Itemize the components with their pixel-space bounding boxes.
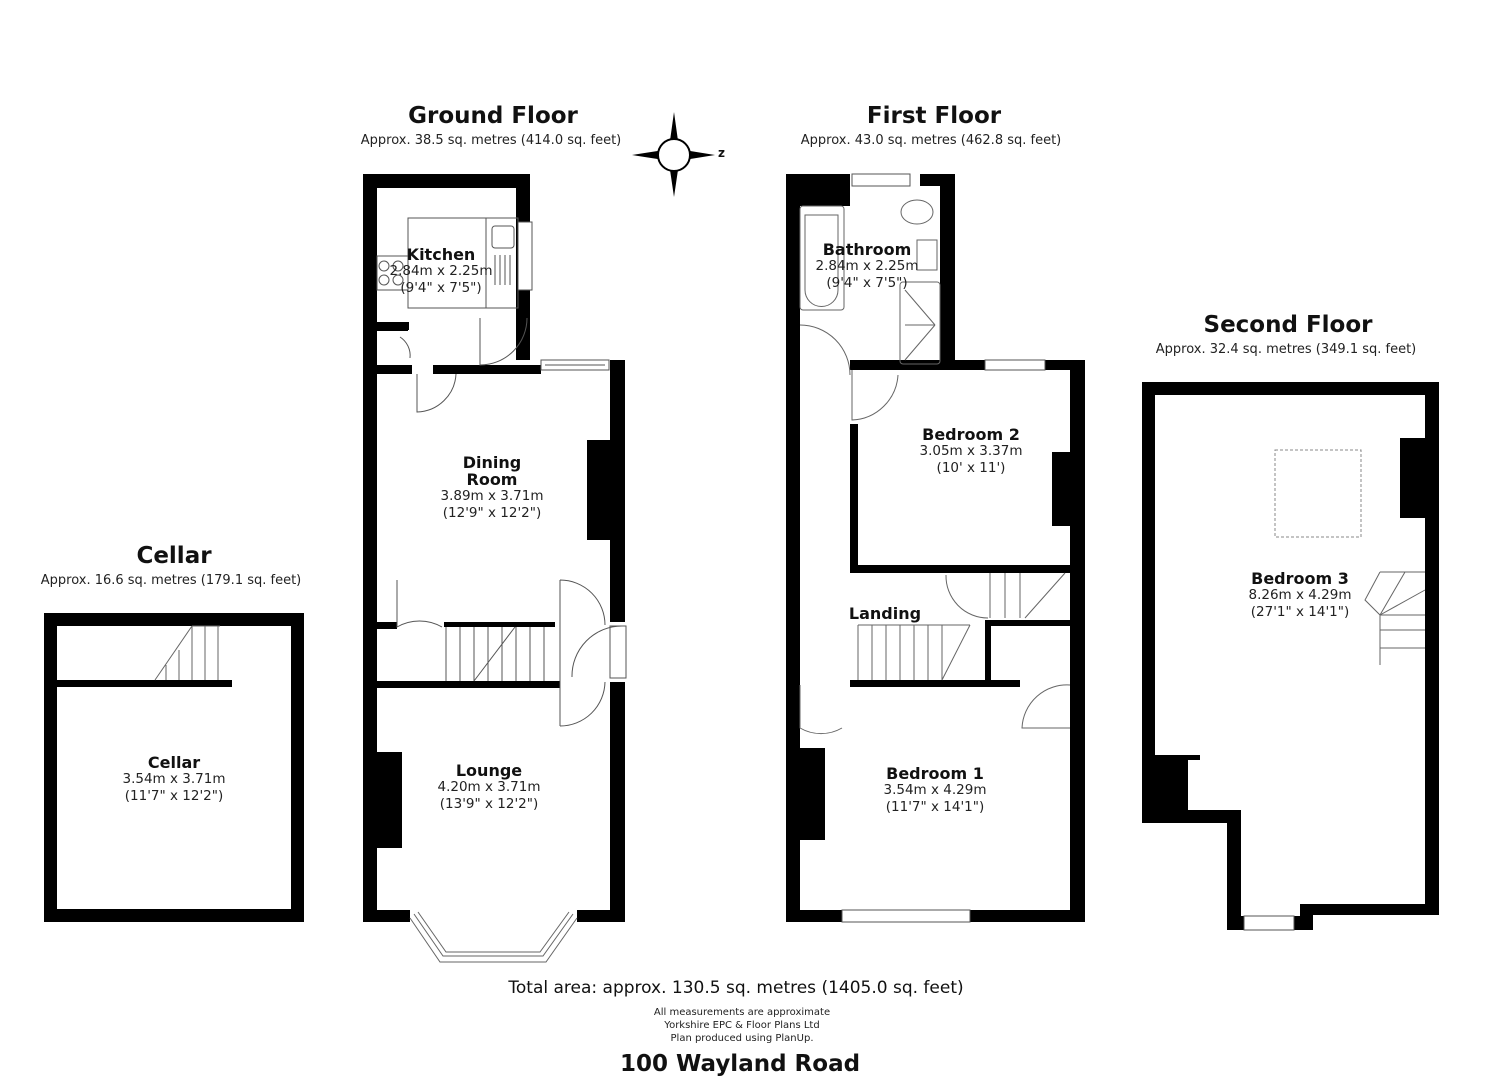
room-imperial: (13'9" x 12'2") [439, 796, 539, 812]
ground-floor-plan [363, 174, 627, 963]
cellar-plan [44, 613, 304, 922]
room-name: Lounge [455, 761, 523, 780]
room-name: Landing [848, 604, 922, 623]
room-label-landing: Landing [849, 605, 921, 622]
room-imperial: (10' x 11') [936, 460, 1006, 476]
room-imperial: (11'7" x 12'2") [124, 788, 224, 804]
property-address: 100 Wayland Road [619, 1051, 861, 1077]
room-label-lounge: Lounge 4.20m x 3.71m (13'9" x 12'2") [438, 762, 541, 813]
room-imperial: (11'7" x 14'1") [885, 799, 985, 815]
room-name: Dining Room [462, 453, 522, 489]
first-floor-area: Approx. 43.0 sq. metres (462.8 sq. feet) [800, 133, 1062, 148]
room-name: Bathroom [822, 240, 912, 259]
software-note: Plan produced using PlanUp. [670, 1033, 814, 1044]
ground-floor-area: Approx. 38.5 sq. metres (414.0 sq. feet) [360, 133, 622, 148]
second-floor-area: Approx. 32.4 sq. metres (349.1 sq. feet) [1155, 342, 1417, 357]
ground-floor-title: Ground Floor [408, 103, 578, 129]
room-label-bedroom-3: Bedroom 3 8.26m x 4.29m (27'1" x 14'1") [1249, 570, 1352, 621]
cellar-area: Approx. 16.6 sq. metres (179.1 sq. feet) [40, 573, 302, 588]
total-area: Total area: approx. 130.5 sq. metres (14… [508, 978, 964, 998]
room-name: Bedroom 3 [1251, 569, 1349, 588]
room-name: Bedroom 2 [922, 425, 1020, 444]
room-imperial: (9'4" x 7'5") [400, 280, 482, 296]
room-metric: 3.54m x 3.71m [122, 771, 226, 787]
company-note: Yorkshire EPC & Floor Plans Ltd [664, 1020, 820, 1031]
cellar-title: Cellar [136, 543, 212, 569]
room-metric: 3.54m x 4.29m [883, 782, 987, 798]
room-imperial: (27'1" x 14'1") [1250, 604, 1350, 620]
room-metric: 4.20m x 3.71m [437, 779, 541, 795]
room-label-bedroom-2: Bedroom 2 3.05m x 3.37m (10' x 11') [920, 426, 1023, 477]
disclaimer-note: All measurements are approximate [653, 1007, 831, 1018]
room-label-dining-room: Dining Room 3.89m x 3.71m (12'9" x 12'2"… [437, 454, 547, 522]
room-label-bathroom: Bathroom 2.84m x 2.25m (9'4" x 7'5") [816, 241, 919, 292]
room-metric: 3.05m x 3.37m [919, 443, 1023, 459]
compass-north-label: z [718, 146, 725, 160]
first-floor-plan [786, 173, 1085, 923]
room-metric: 2.84m x 2.25m [389, 263, 493, 279]
first-floor-title: First Floor [866, 103, 1002, 129]
room-metric: 3.89m x 3.71m [440, 488, 544, 504]
compass-rose-icon [632, 112, 715, 197]
second-floor-plan [1142, 382, 1439, 931]
room-imperial: (9'4" x 7'5") [826, 275, 908, 291]
room-name: Kitchen [406, 245, 476, 264]
room-name: Cellar [147, 753, 201, 772]
room-label-kitchen: Kitchen 2.84m x 2.25m (9'4" x 7'5") [390, 246, 493, 297]
room-metric: 8.26m x 4.29m [1248, 587, 1352, 603]
room-name: Bedroom 1 [886, 764, 984, 783]
room-metric: 2.84m x 2.25m [815, 258, 919, 274]
room-label-bedroom-1: Bedroom 1 3.54m x 4.29m (11'7" x 14'1") [884, 765, 987, 816]
room-label-cellar: Cellar 3.54m x 3.71m (11'7" x 12'2") [123, 754, 226, 805]
room-imperial: (12'9" x 12'2") [442, 505, 542, 521]
second-floor-title: Second Floor [1203, 312, 1373, 338]
